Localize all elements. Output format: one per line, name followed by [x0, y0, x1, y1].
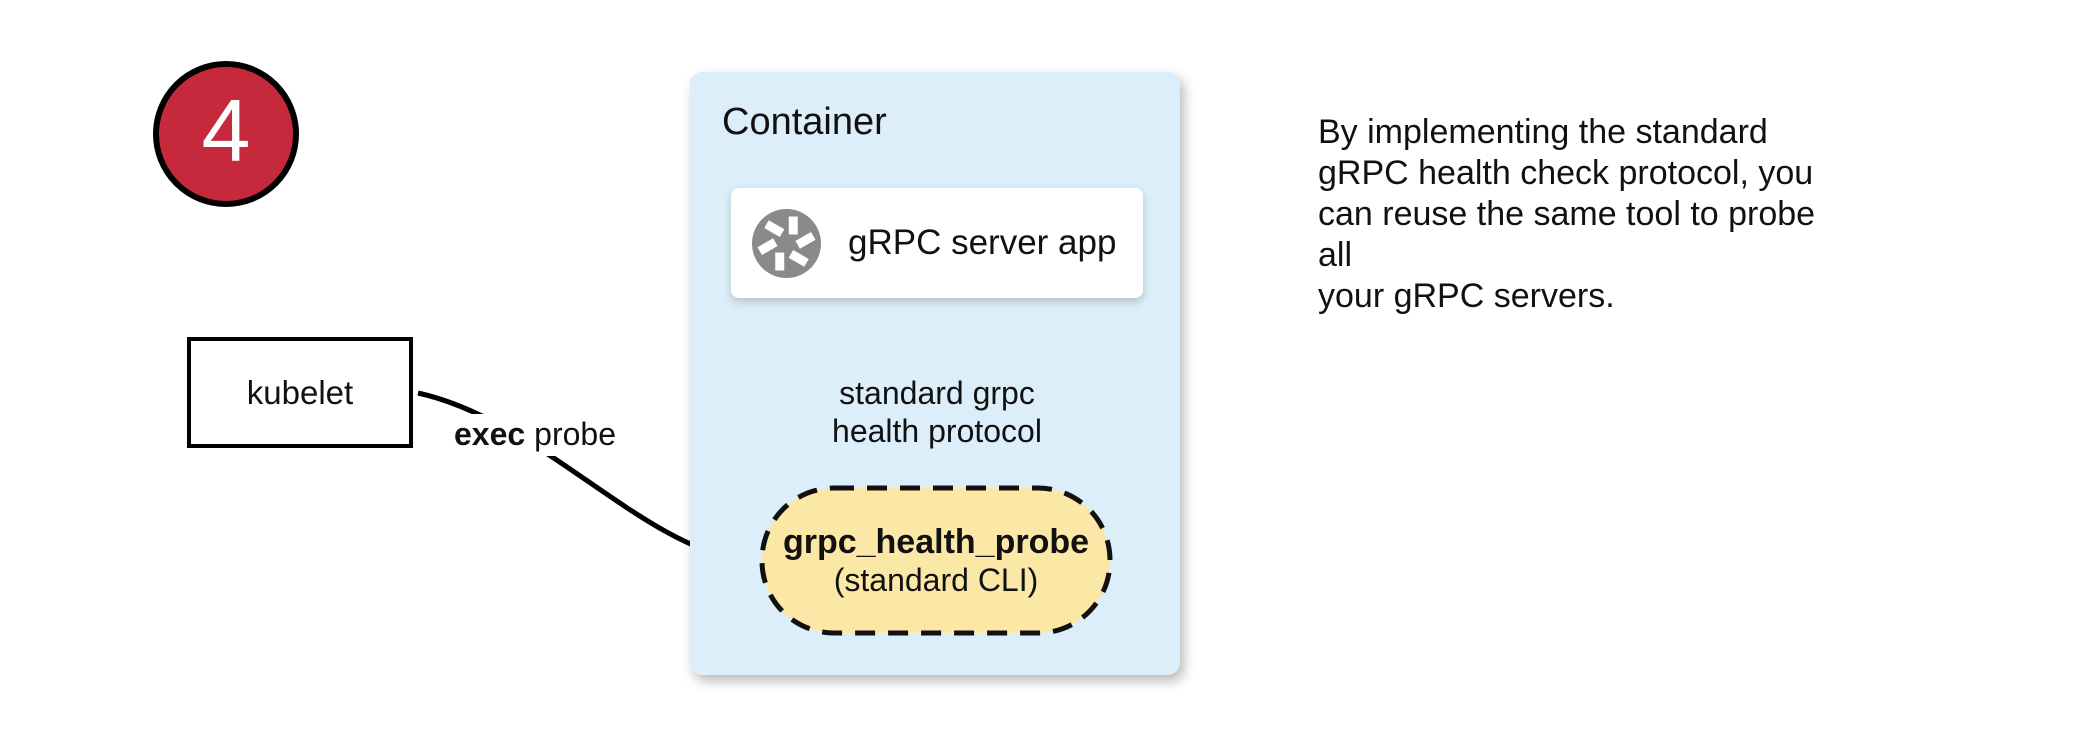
annotation-line: gRPC health check protocol, you — [1318, 154, 1814, 192]
probe-pill-subtitle: (standard CLI) — [833, 561, 1039, 598]
kubelet-node: kubelet — [187, 337, 413, 448]
exec-probe-label-rest: probe — [534, 416, 616, 452]
annotation-text: By implementing the standard gRPC health… — [1318, 112, 1838, 317]
step-number-badge: 4 — [153, 61, 299, 207]
health-protocol-label-line2: health protocol — [832, 413, 1042, 449]
kubelet-label: kubelet — [246, 373, 354, 411]
exec-probe-label-bold: exec — [454, 416, 526, 452]
annotation-line: your gRPC servers. — [1318, 277, 1615, 315]
health-protocol-label: standard grpc health protocol — [777, 374, 1097, 450]
grpc-health-probe-node: grpc_health_probe (standard CLI) — [759, 485, 1113, 636]
health-protocol-label-line1: standard grpc — [839, 375, 1035, 411]
probe-pill-title: grpc_health_probe — [782, 522, 1090, 561]
annotation-line: can reuse the same tool to probe all — [1318, 195, 1816, 274]
container-title: Container — [722, 101, 887, 143]
grpc-server-app-label: gRPC server app — [848, 223, 1117, 262]
grpc-aperture-icon — [752, 208, 821, 278]
step-number: 4 — [201, 81, 251, 180]
annotation-line: By implementing the standard — [1318, 113, 1768, 151]
probe-pill-outline — [759, 485, 1113, 636]
grpc-server-app-node: gRPC server app — [731, 188, 1143, 298]
